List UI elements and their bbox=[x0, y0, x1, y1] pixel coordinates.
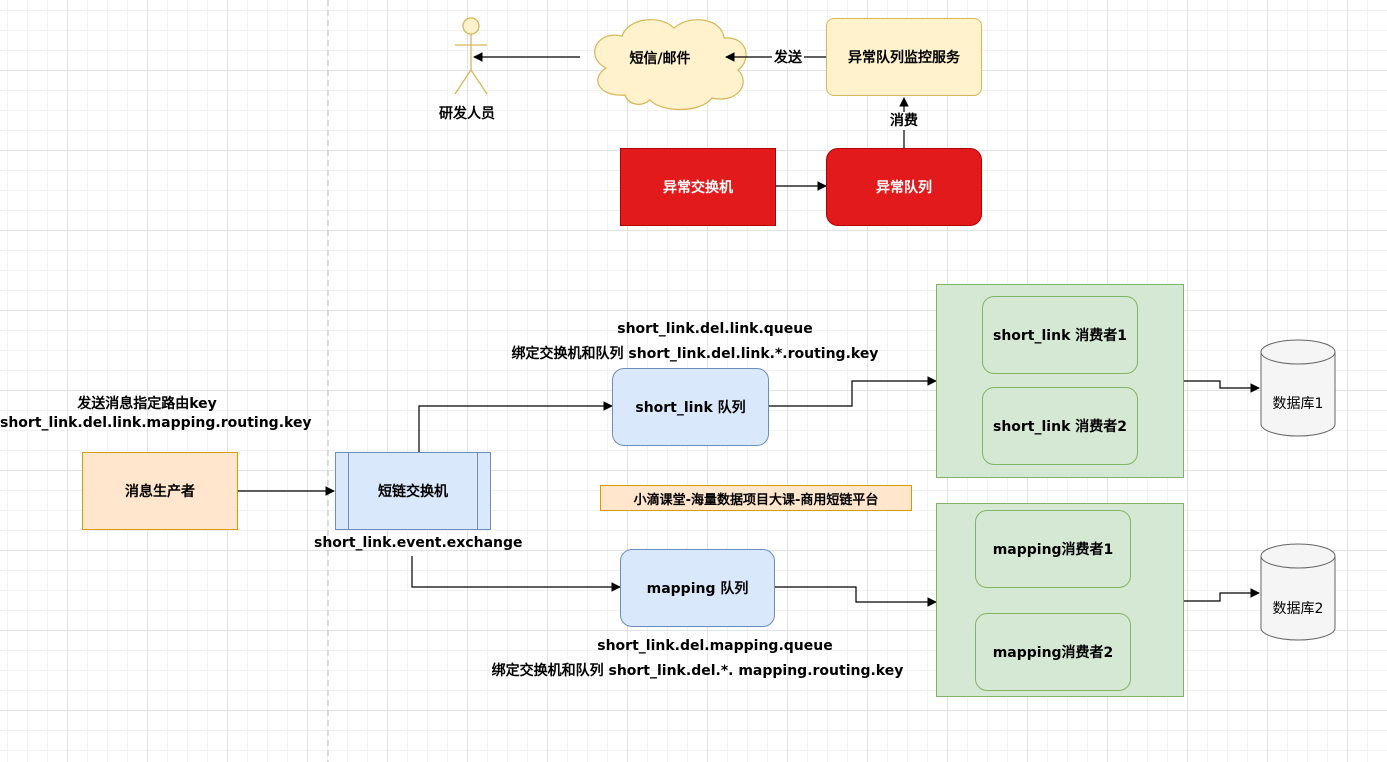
mapping-queue-node[interactable]: mapping 队列 bbox=[620, 549, 775, 627]
exception-monitor-node[interactable]: 异常队列监控服务 bbox=[826, 18, 982, 96]
short-exchange-divider-left bbox=[348, 452, 349, 530]
short-link-consumer2-node[interactable]: short_link 消费者2 bbox=[982, 387, 1138, 465]
consume-label: 消费 bbox=[888, 112, 920, 130]
database2-label: 数据库2 bbox=[1272, 601, 1324, 617]
short-link-queue-node[interactable]: short_link 队列 bbox=[612, 368, 769, 446]
database1-cylinder-icon[interactable] bbox=[1260, 339, 1336, 437]
database1-label: 数据库1 bbox=[1272, 396, 1324, 412]
mapping-consumer2-node[interactable]: mapping消费者2 bbox=[975, 613, 1131, 691]
exception-exchange-node[interactable]: 异常交换机 bbox=[620, 148, 776, 226]
sms-email-label: 短信/邮件 bbox=[629, 51, 691, 67]
exception-queue-node[interactable]: 异常队列 bbox=[826, 148, 982, 226]
database2-cylinder-icon[interactable] bbox=[1260, 543, 1336, 641]
short-link-exchange-node[interactable]: 短链交换机 bbox=[335, 452, 491, 530]
producer-node[interactable]: 消息生产者 bbox=[82, 452, 238, 530]
developer-stick-figure-icon bbox=[454, 17, 488, 95]
send-label: 发送 bbox=[772, 49, 804, 67]
mapping-queue-name-label: short_link.del.mapping.queue bbox=[597, 638, 833, 654]
short-link-consumer1-node[interactable]: short_link 消费者1 bbox=[982, 296, 1138, 374]
short-link-queue-name-label: short_link.del.link.queue bbox=[617, 321, 813, 337]
edge-consumers-to-database2 bbox=[1184, 588, 1260, 602]
mapping-consumer1-node[interactable]: mapping消费者1 bbox=[975, 510, 1131, 588]
exchange-name-label: short_link.event.exchange bbox=[314, 535, 523, 551]
short-link-binding-label: 绑定交换机和队列 short_link.del.link.*.routing.k… bbox=[511, 346, 879, 362]
edge-exchange-to-mapping-queue bbox=[411, 556, 621, 592]
mapping-binding-label: 绑定交换机和队列 short_link.del.*. mapping.routi… bbox=[491, 663, 904, 679]
banner-label: 小滴课堂-海量数据项目大课-商用短链平台 bbox=[600, 485, 912, 511]
sms-email-cloud[interactable] bbox=[594, 19, 747, 110]
producer-routing-key-line1: 发送消息指定路由key bbox=[77, 396, 217, 412]
edge-short-link-queue-to-consumers bbox=[769, 376, 937, 407]
edge-mapping-queue-to-consumers bbox=[775, 586, 937, 607]
developer-label: 研发人员 bbox=[439, 106, 495, 122]
edge-exchange-to-short-link-queue bbox=[418, 401, 613, 452]
edge-consumers-to-database1 bbox=[1184, 380, 1260, 393]
short-exchange-divider-right bbox=[477, 452, 478, 530]
producer-routing-key-line2: short_link.del.link.mapping.routing.key bbox=[0, 415, 312, 431]
